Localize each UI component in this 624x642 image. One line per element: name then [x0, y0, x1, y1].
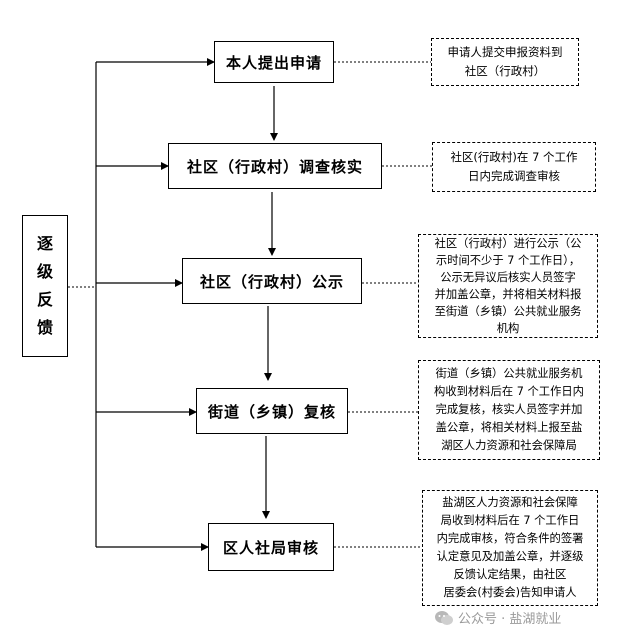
- feedback-char: 馈: [36, 318, 53, 337]
- note-line: 社区（行政村）: [464, 64, 546, 78]
- feedback-char: 逐: [36, 234, 53, 253]
- note-line: 构收到材料后在 7 个工作日内: [434, 385, 584, 398]
- note-line: 反馈认定结果，由社区: [453, 568, 567, 581]
- note-line: 日内完成调查审核: [467, 169, 560, 183]
- step-label: 本人提出申请: [225, 53, 322, 72]
- note-line: 湖区人力资源和社会保障局: [441, 439, 577, 452]
- step-review: 街道（乡镇）复核: [196, 388, 348, 434]
- note-publicize: 社区（行政村）进行公示（公 示时间不少于 7 个工作日）， 公示无异议后核实人员…: [418, 234, 598, 338]
- note-apply: 申请人提交申报资料到 社区（行政村）: [431, 38, 579, 86]
- note-line: 内完成审核，符合条件的签署: [436, 532, 584, 545]
- note-line: 社区（行政村）进行公示（公: [434, 237, 582, 250]
- step-label: 社区（行政村）调查核实: [186, 157, 363, 176]
- step-label: 街道（乡镇）复核: [207, 402, 336, 421]
- step-publicize: 社区（行政村）公示: [182, 258, 362, 304]
- note-investigate: 社区(行政村)在 7 个工作 日内完成调查审核: [432, 142, 596, 192]
- note-line: 社区(行政村)在 7 个工作: [450, 150, 578, 164]
- step-investigate: 社区（行政村）调查核实: [168, 143, 382, 189]
- note-line: 街道（乡镇）公共就业服务机: [435, 367, 583, 380]
- feedback-char: 级: [36, 262, 53, 281]
- note-line: 认定意见及加盖公章，并逐级: [436, 550, 584, 563]
- step-label: 区人社局审核: [222, 538, 319, 557]
- note-line: 局收到材料后在 7 个工作日: [440, 514, 580, 527]
- note-line: 至街道（乡镇）公共就业服务: [434, 305, 582, 318]
- note-audit: 盐湖区人力资源和社会保障 局收到材料后在 7 个工作日 内完成审核，符合条件的签…: [422, 490, 598, 606]
- wechat-icon: [435, 610, 453, 625]
- note-line: 机构: [496, 322, 520, 335]
- watermark: 公众号 · 盐湖就业: [434, 608, 561, 627]
- watermark-text: 公众号 · 盐湖就业: [458, 612, 562, 627]
- feedback-char: 反: [36, 290, 53, 309]
- feedback-box: 逐 级 反 馈: [22, 215, 68, 357]
- step-apply: 本人提出申请: [214, 41, 334, 83]
- note-line: 申请人提交申报资料到: [447, 45, 563, 59]
- step-audit: 区人社局审核: [208, 523, 334, 571]
- step-label: 社区（行政村）公示: [199, 272, 344, 291]
- note-line: 公示无异议后核实人员签字: [440, 271, 576, 284]
- note-review: 街道（乡镇）公共就业服务机 构收到材料后在 7 个工作日内 完成复核，核实人员签…: [418, 360, 600, 460]
- note-line: 居委会(村委会)告知申请人: [443, 586, 577, 599]
- note-line: 盐湖区人力资源和社会保障: [442, 496, 578, 509]
- note-line: 完成复核，核实人员签字并加: [435, 403, 583, 416]
- note-line: 示时间不少于 7 个工作日），: [435, 254, 581, 267]
- note-line: 并加盖公章，并将相关材料报: [434, 288, 582, 301]
- note-line: 盖公章，将相关材料上报至盐: [435, 421, 583, 434]
